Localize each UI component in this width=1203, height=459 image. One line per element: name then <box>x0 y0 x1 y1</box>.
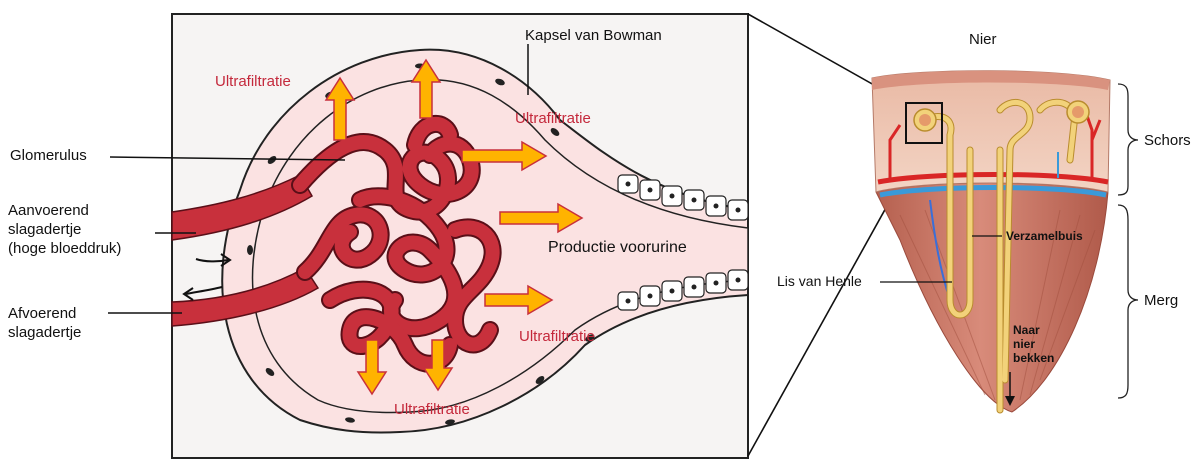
label-afvoerend: Afvoerend slagadertje <box>8 304 81 342</box>
label-productie: Productie voorurine <box>548 238 687 257</box>
label-merg: Merg <box>1144 291 1178 310</box>
label-verzamelbuis: Verzamelbuis <box>1006 229 1083 243</box>
label-naar: Naar nier bekken <box>1013 323 1054 365</box>
brace-schors <box>1118 84 1138 195</box>
label-ultrafiltratie-2: Ultrafiltratie <box>515 109 591 128</box>
label-glomerulus: Glomerulus <box>10 146 87 165</box>
label-aanvoerend: Aanvoerend slagadertje (hoge bloeddruk) <box>8 201 121 258</box>
label-ultrafiltratie-4: Ultrafiltratie <box>394 400 470 419</box>
brace-merg <box>1118 205 1138 398</box>
label-nier: Nier <box>969 30 997 49</box>
label-ultrafiltratie-1: Ultrafiltratie <box>215 72 291 91</box>
label-lis: Lis van Henle <box>777 272 862 291</box>
label-kapsel: Kapsel van Bowman <box>525 26 662 45</box>
label-ultrafiltratie-3: Ultrafiltratie <box>519 327 595 346</box>
label-schors: Schors <box>1144 131 1191 150</box>
